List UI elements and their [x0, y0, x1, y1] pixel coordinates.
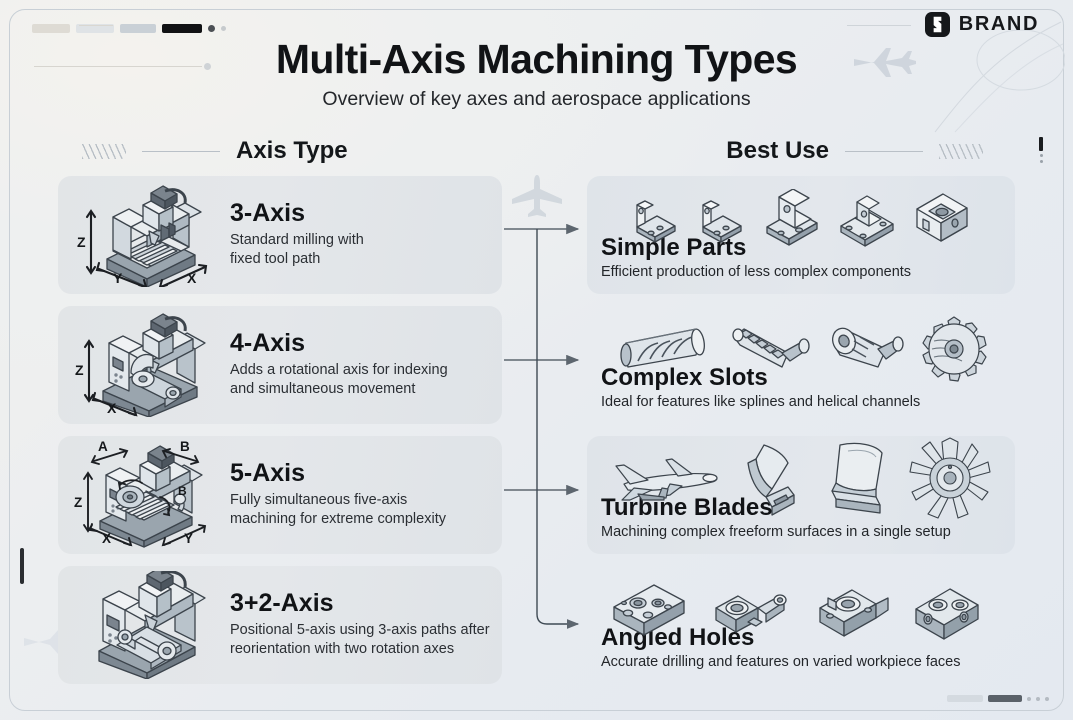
rule-decoration [142, 150, 220, 152]
brand-lockup: BRAND [924, 12, 1039, 37]
axis-row-desc-line2: and simultaneous movement [230, 381, 416, 398]
use-row-complex-slots[interactable]: Complex Slots Ideal for features like sp… [587, 306, 1015, 424]
axis-row-desc-line2: fixed tool path [230, 251, 321, 268]
brand-rule [847, 25, 911, 26]
bottom-progress-dot [1027, 696, 1031, 701]
use-row-simple-parts[interactable]: Simple Parts Efficient production of les… [587, 176, 1015, 294]
axis-row-text: 4-Axis Adds a rotational axis for indexi… [230, 330, 502, 400]
axis-row-desc-line1: Standard milling with [230, 231, 364, 248]
axis-row-title: 5-Axis [230, 459, 306, 488]
axis-row-text: 3+2-Axis Positional 5-axis using 3-axis … [230, 590, 502, 660]
axis-row-desc-line1: Positional 5-axis using 3-axis paths aft… [230, 621, 490, 638]
axis-row-text: 3-Axis Standard milling with fixed tool … [230, 200, 502, 270]
progress-segment [120, 24, 156, 33]
axis-row-desc: Positional 5-axis using 3-axis paths aft… [230, 621, 490, 660]
side-marker [20, 548, 24, 584]
edge-marker-bar [1039, 137, 1043, 151]
rule-decoration [845, 150, 923, 152]
svg-text:X: X [102, 531, 111, 546]
svg-text:Z: Z [74, 495, 82, 510]
column-header-label: Axis Type [236, 137, 348, 164]
page-title: Multi-Axis Machining Types [275, 36, 798, 82]
svg-text:B: B [178, 484, 187, 498]
axis-row-desc: Fully simultaneous five-axis machining f… [230, 491, 490, 530]
use-row-turbine-blades[interactable]: Turbine Blades Machining complex freefor… [587, 436, 1015, 554]
progress-dot [208, 25, 215, 32]
brand-rule-left [79, 25, 113, 26]
bottom-progress-indicator [947, 695, 1049, 702]
axis-row-4-axis[interactable]: Z X 4-Axis Adds a rotational axis for in… [58, 306, 502, 424]
use-row-desc: Accurate drilling and features on varied… [601, 654, 961, 671]
use-row-title: Angled Holes [601, 623, 755, 651]
axis-row-title: 3+2-Axis [230, 589, 334, 618]
cnc-3axis-machine-icon: Z Y X [58, 183, 230, 287]
edge-marker [1039, 137, 1043, 163]
cnc-3plus2axis-machine-icon [58, 571, 230, 679]
axis-row-desc: Adds a rotational axis for indexing and … [230, 361, 490, 400]
axis-row-3plus2-axis[interactable]: 3+2-Axis Positional 5-axis using 3-axis … [58, 566, 502, 684]
svg-text:X: X [187, 270, 197, 286]
progress-segment [32, 24, 70, 33]
edge-marker-dot [1039, 154, 1043, 157]
axis-row-desc: Standard milling with fixed tool path [230, 231, 490, 270]
page-subtitle: Overview of key axes and aerospace appli… [322, 88, 751, 110]
progress-segment [76, 24, 114, 33]
svg-text:Y: Y [113, 270, 123, 286]
axis-row-desc-line1: Adds a rotational axis for indexing [230, 361, 448, 378]
use-row-desc: Ideal for features like splines and heli… [601, 394, 921, 411]
brand-name: BRAND [958, 13, 1039, 35]
bottom-progress-segment-active [988, 695, 1022, 702]
column-header-best-use: Best Use [726, 137, 983, 165]
progress-dot [221, 26, 226, 31]
svg-text:Z: Z [77, 234, 86, 250]
svg-text:A: A [98, 439, 108, 454]
svg-text:X: X [107, 400, 117, 416]
axis-row-desc-line2: reorientation with two rotation axes [230, 641, 455, 658]
progress-indicator [32, 24, 226, 33]
brand-logo-icon [924, 12, 950, 37]
cnc-4axis-machine-icon: Z X [58, 313, 230, 417]
cnc-5axis-machine-icon: Z X Y A B B [58, 439, 230, 551]
axis-row-3-axis[interactable]: Z Y X 3-Axis Standard milling with fixed… [58, 176, 502, 294]
bottom-progress-segment [947, 695, 983, 702]
axis-row-title: 4-Axis [230, 329, 306, 358]
use-row-desc: Efficient production of less complex com… [601, 264, 912, 281]
svg-text:Z: Z [75, 362, 84, 378]
axis-row-text: 5-Axis Fully simultaneous five-axis mach… [230, 460, 502, 530]
hatch-decoration-icon [82, 143, 126, 159]
hatch-decoration-icon [939, 143, 983, 159]
axis-row-desc-line2: machining for extreme complexity [230, 511, 446, 528]
svg-text:B: B [180, 439, 190, 454]
axis-row-desc-line1: Fully simultaneous five-axis [230, 491, 408, 508]
use-row-title: Complex Slots [601, 363, 768, 391]
column-header-label: Best Use [726, 137, 829, 164]
use-row-desc: Machining complex freeform surfaces in a… [601, 524, 951, 541]
bottom-progress-dot [1036, 696, 1040, 701]
column-header-axis-type: Axis Type [82, 137, 348, 165]
header-hairline [34, 66, 202, 67]
edge-marker-dot [1039, 160, 1043, 163]
use-row-angled-holes[interactable]: Angled Holes Accurate drilling and featu… [587, 566, 1015, 684]
use-row-title: Turbine Blades [601, 493, 773, 521]
header-hairline-dot [204, 63, 211, 70]
axis-row-5-axis[interactable]: Z X Y A B B 5-Axis Fully simultaneous fi… [58, 436, 502, 554]
use-row-title: Simple Parts [601, 233, 747, 261]
bottom-progress-dot [1045, 696, 1049, 701]
axis-row-title: 3-Axis [230, 199, 306, 228]
svg-text:Y: Y [184, 531, 193, 546]
progress-segment-active [162, 24, 202, 33]
